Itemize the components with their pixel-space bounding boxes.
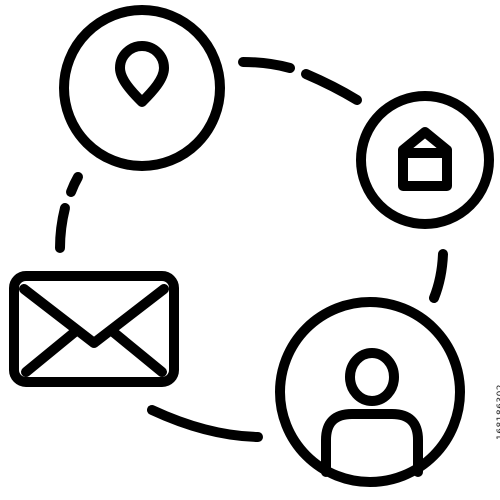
arc-home-to-user [429, 249, 448, 303]
user-node [275, 297, 465, 487]
arc-location-to-home-2 [301, 69, 362, 105]
location-node [59, 5, 225, 171]
envelope-fold-left [21, 326, 81, 377]
connection-arcs [55, 57, 448, 442]
location-node-circle [59, 5, 225, 171]
envelope-fold-right [107, 326, 167, 377]
home-node-circle [356, 91, 494, 229]
user-icon [321, 348, 423, 477]
location-pin-icon [115, 41, 169, 107]
arc-envelope-to-location-1 [55, 203, 70, 253]
envelope-body [9, 271, 179, 387]
arc-location-to-home-1 [238, 57, 295, 73]
home-node [356, 91, 494, 229]
envelope-icon [9, 271, 179, 387]
stock-image-id: 168186302 [496, 383, 500, 440]
home-icon [398, 127, 452, 191]
envelope-flap [19, 284, 169, 348]
user-head [345, 348, 399, 406]
user-body [321, 409, 423, 477]
user-node-circle [275, 297, 465, 487]
arc-user-to-envelope [147, 405, 263, 442]
arc-envelope-to-location-2 [66, 172, 83, 197]
